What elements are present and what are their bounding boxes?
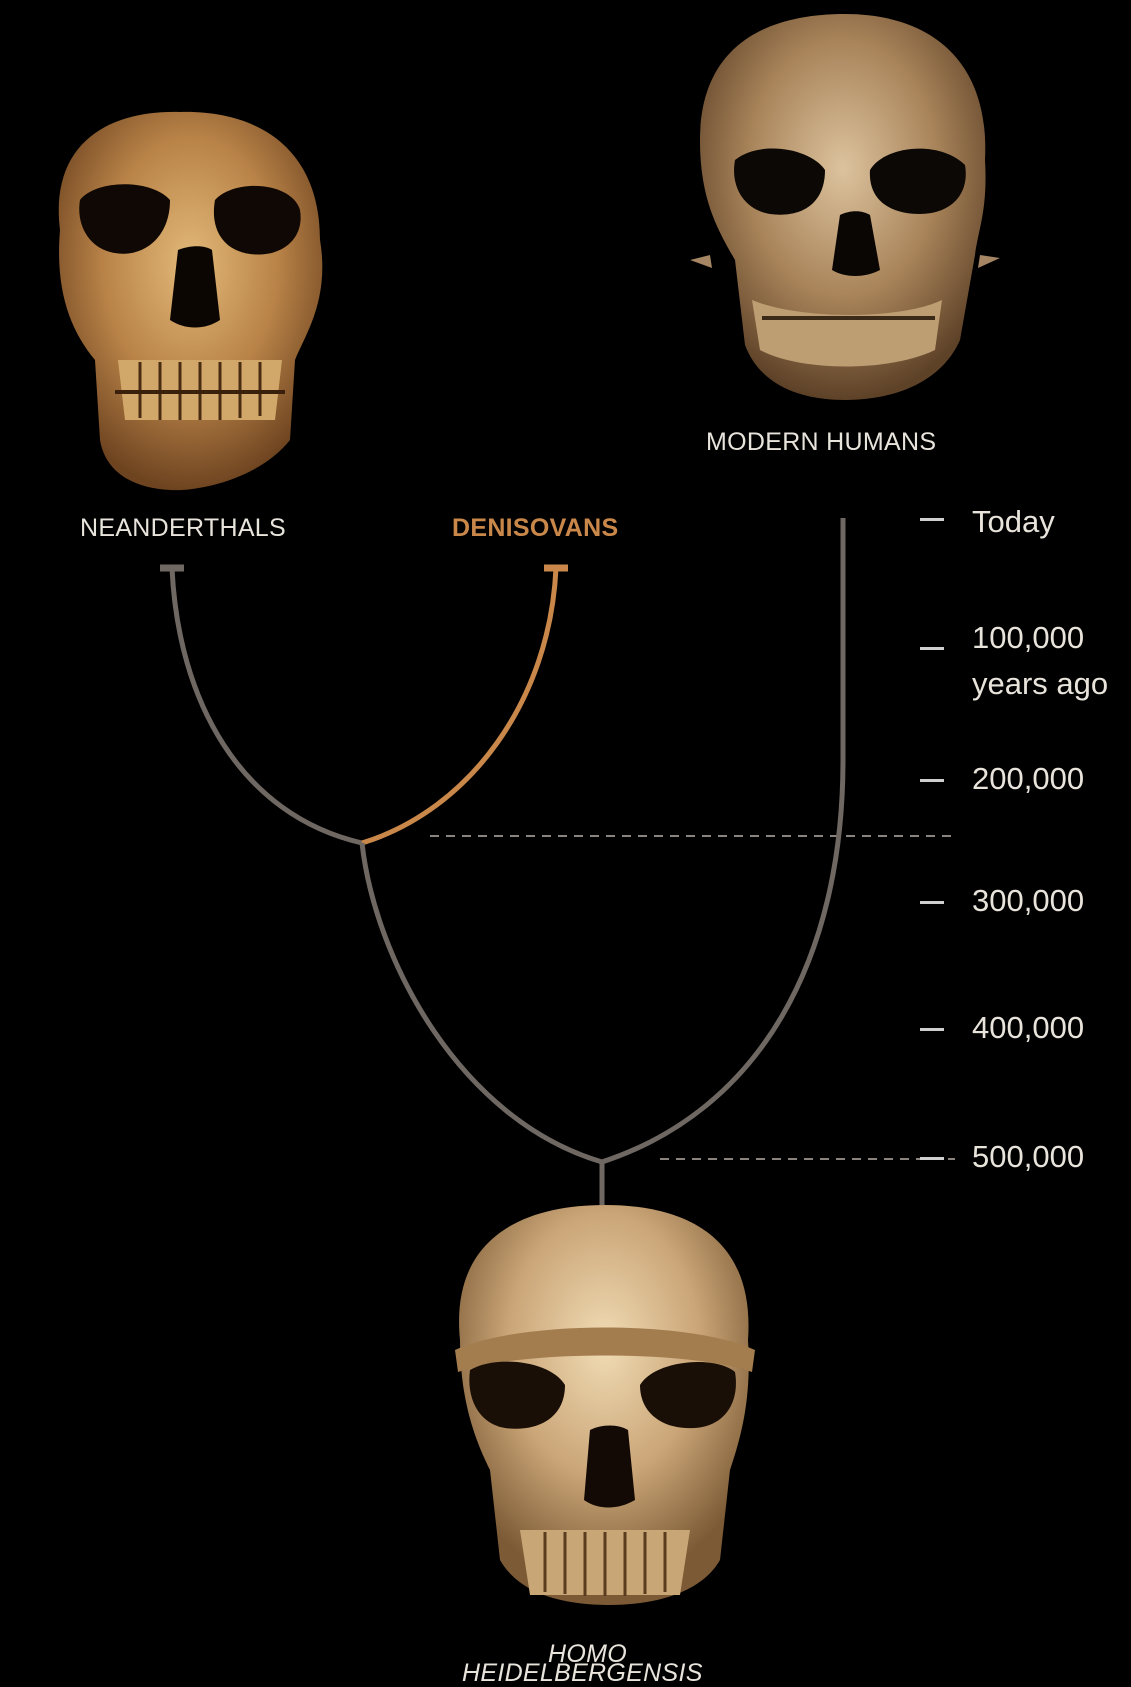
timeline-label-100000: 100,000 <box>972 619 1084 657</box>
homo-heidelbergensis-skull-icon <box>455 1205 755 1605</box>
tick-300000 <box>920 901 944 904</box>
tick-200000 <box>920 779 944 782</box>
label-denisovans: DENISOVANS <box>452 514 618 543</box>
timeline-label-400000: 400,000 <box>972 1009 1084 1047</box>
tick-500000 <box>920 1157 944 1160</box>
label-modern-humans: MODERN HUMANS <box>706 428 936 457</box>
timeline-label-500000: 500,000 <box>972 1138 1084 1176</box>
timeline-label-200000: 200,000 <box>972 760 1084 798</box>
branch-neanderthals <box>172 568 362 843</box>
tick-100000 <box>920 647 944 650</box>
modern-human-skull-icon <box>690 14 1000 400</box>
tick-today <box>920 518 944 521</box>
branch-denisovans <box>362 568 556 843</box>
timeline-label-300000: 300,000 <box>972 882 1084 920</box>
branch-modern-humans <box>602 518 843 1162</box>
tick-400000 <box>920 1028 944 1031</box>
branch-neanderthal-denisovan-ancestor <box>362 843 602 1162</box>
timeline-label-today: Today <box>972 503 1055 541</box>
timeline-label-years-ago: years ago <box>972 665 1108 703</box>
label-neanderthals: NEANDERTHALS <box>80 514 286 543</box>
label-heidelbergensis: HEIDELBERGENSIS <box>462 1660 703 1687</box>
neanderthal-skull-icon <box>59 112 323 490</box>
